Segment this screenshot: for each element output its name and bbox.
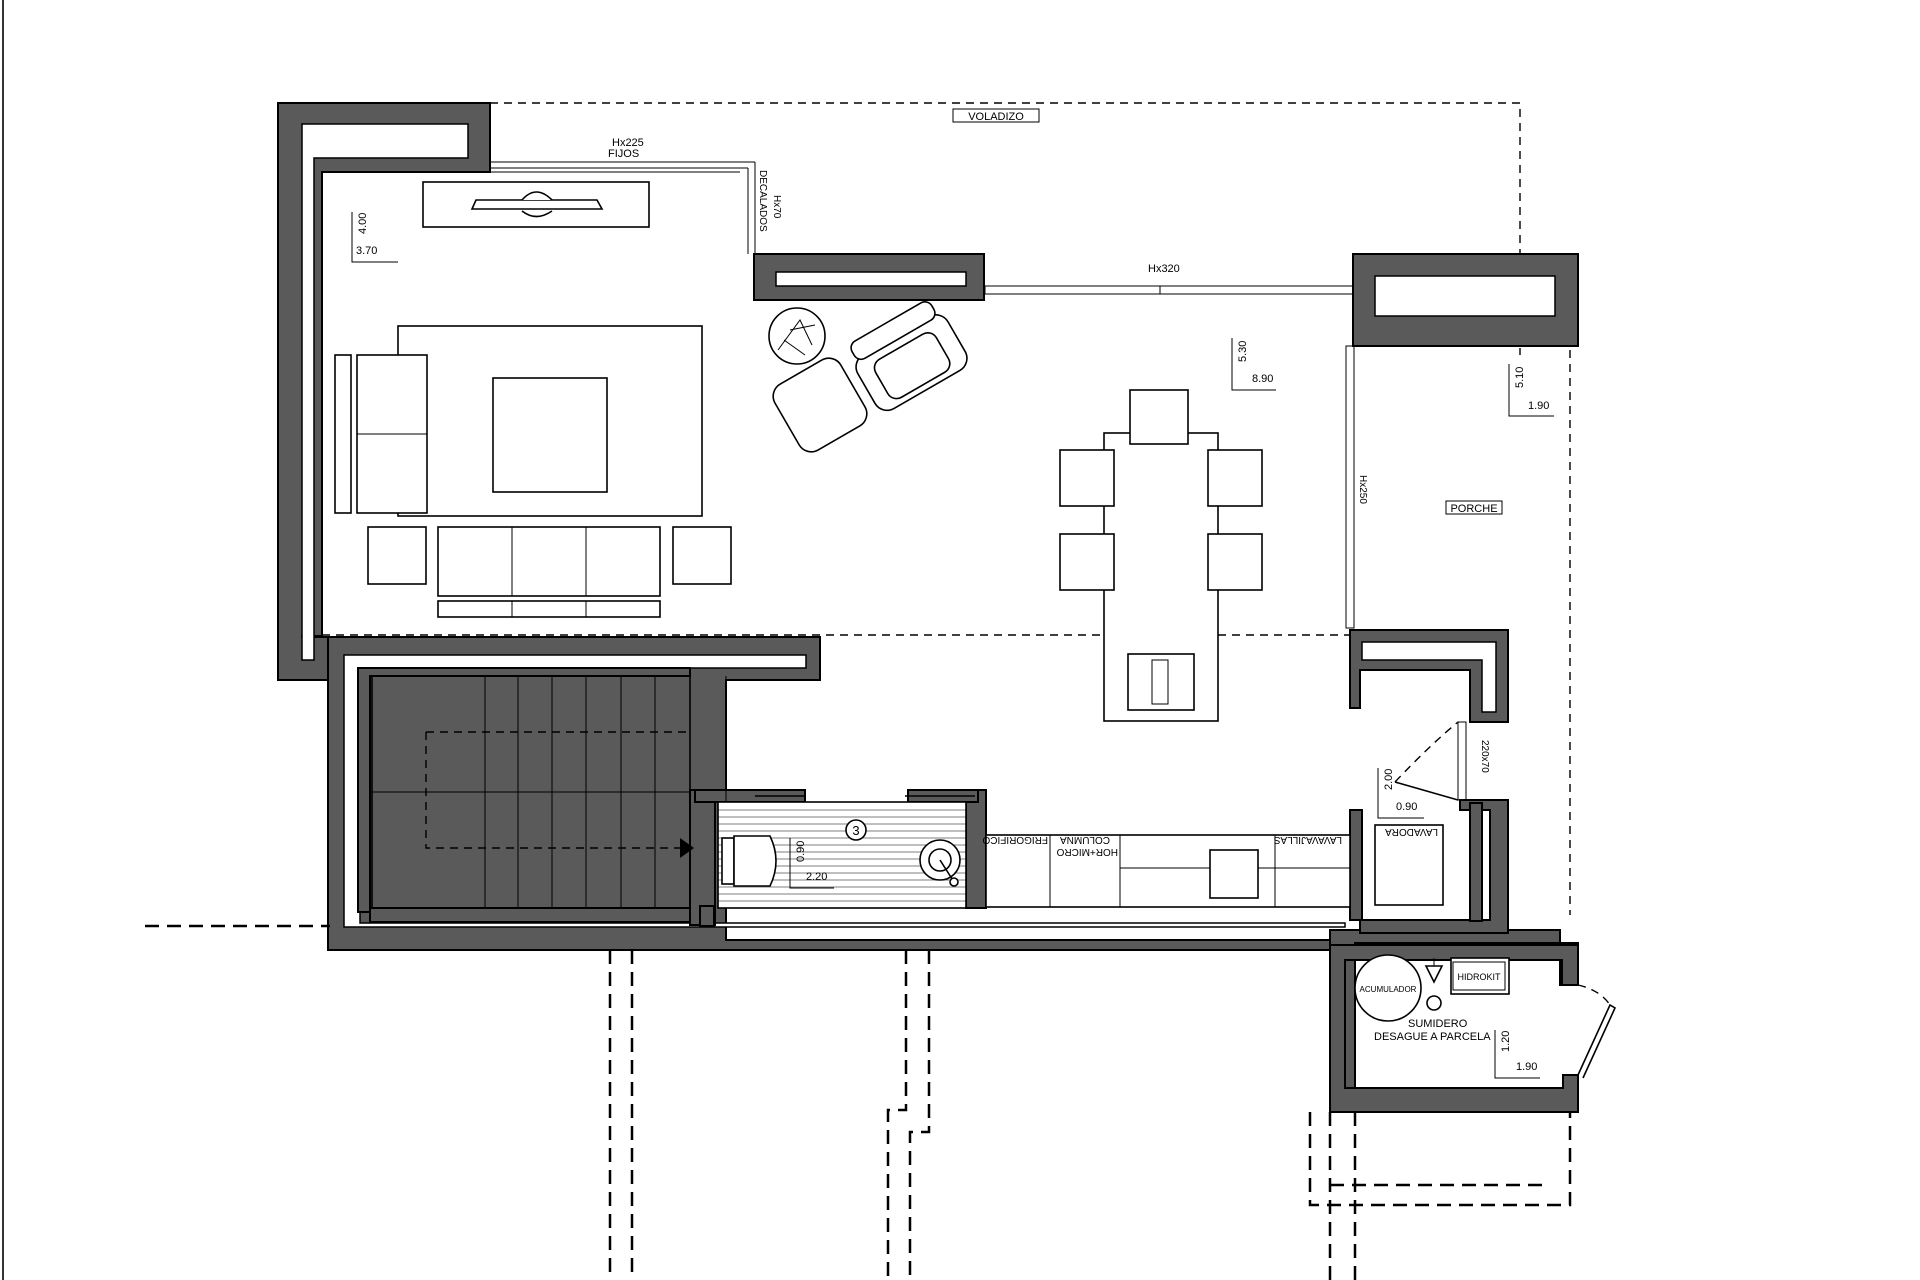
label-acumulador: ACUMULADOR — [1360, 985, 1417, 994]
voladizo-tag — [952, 108, 1040, 123]
label-hx250: Hx250 — [1357, 475, 1368, 504]
dim-utility-b: 1.90 — [1516, 1061, 1537, 1073]
bath-number-circle — [845, 819, 867, 841]
dim-bath-b: 2.20 — [806, 871, 827, 883]
label-lavavajillas: LAVAVAJILLAS — [1273, 834, 1342, 845]
dim-porch-a: 5.10 — [1514, 367, 1526, 388]
side-table-right — [672, 526, 732, 585]
dim-utility: 1.20 1.90 — [1494, 1030, 1540, 1079]
porche-tag — [1445, 500, 1503, 515]
label-desague: DESAGUE A PARCELA — [1374, 1031, 1491, 1043]
bottom-sofa — [437, 526, 661, 618]
dining-chair — [1129, 389, 1189, 445]
dimension-tags: 4.00 3.70 5.30 8.90 5.10 1.90 2.00 0.90 … — [351, 212, 1554, 1079]
label-columna: COLUMNA — [1060, 834, 1110, 845]
dim-utility-a: 1.20 — [1500, 1031, 1512, 1052]
dim-porch-b: 1.90 — [1528, 400, 1549, 412]
entry-door — [1394, 721, 1459, 801]
dining-chair — [1207, 449, 1263, 507]
plant-icon — [768, 307, 826, 365]
exterior-lines — [145, 924, 1572, 1280]
dim-main-a: 5.30 — [1237, 341, 1249, 362]
fireplace-icon — [1127, 653, 1195, 711]
dim-entry-a: 2.00 — [1383, 769, 1395, 790]
label-fijos: FIJOS — [608, 148, 639, 160]
label-voladizo: VOLADIZO — [968, 111, 1024, 123]
coffee-table — [492, 377, 608, 493]
label-hx320: Hx320 — [1148, 263, 1180, 275]
drain-icon — [1424, 958, 1444, 1011]
armchair-icon — [850, 301, 968, 412]
room-tags: VOLADIZO PORCHE HIDROKIT ACUMULADOR SUMI… — [952, 108, 1506, 1043]
hidrokit-tag — [1452, 961, 1506, 991]
ottoman-icon — [772, 357, 868, 453]
bath-number: 3 — [852, 823, 859, 838]
label-frigorifico: FRIGORIFICO — [982, 834, 1048, 845]
left-sofa — [334, 354, 428, 514]
stairs — [371, 675, 727, 909]
kitchen: FRIGORIFICO COLUMNA HOR+MICRO LAVAVAJILL… — [982, 824, 1444, 908]
label-door-220x70: 220x70 — [1479, 740, 1490, 773]
dining-chair — [1059, 533, 1115, 591]
label-hx70: Hx70 — [771, 195, 782, 219]
cooktop-icon — [1209, 849, 1259, 899]
dining-chair — [1059, 449, 1115, 507]
label-lavadora: LAVADORA — [1385, 826, 1438, 837]
bathroom: 3 — [717, 795, 975, 909]
dim-entry: 2.00 0.90 — [1377, 768, 1424, 819]
label-hidrokit: HIDROKIT — [1457, 972, 1501, 982]
dim-living-a: 4.00 — [357, 213, 369, 234]
toilet-icon — [721, 835, 777, 887]
windows — [490, 161, 1467, 801]
dim-main: 5.30 8.90 — [1231, 338, 1276, 391]
dim-living-b: 3.70 — [356, 245, 377, 257]
label-sumidero: SUMIDERO — [1408, 1018, 1468, 1030]
window-notes: Hx225 FIJOS Hx70 DECALADOS Hx320 Hx250 2… — [608, 137, 1490, 773]
label-hor-micro: HOR+MICRO — [1056, 846, 1118, 857]
label-hx225: Hx225 — [612, 137, 644, 149]
sink-icon — [919, 839, 961, 887]
washing-machine-icon — [1374, 824, 1444, 906]
dim-living: 4.00 3.70 — [351, 212, 398, 263]
dim-entry-b: 0.90 — [1396, 801, 1417, 813]
dim-bath-a: 0.90 — [795, 841, 807, 862]
dining-chair — [1207, 533, 1263, 591]
dining-area — [1059, 389, 1263, 722]
label-porche: PORCHE — [1450, 503, 1497, 515]
water-heater-icon — [1354, 954, 1422, 1022]
living-room — [334, 181, 968, 618]
dim-bath: 0.90 2.20 — [789, 838, 834, 889]
tv-icon — [470, 191, 604, 218]
walls — [277, 102, 1579, 1113]
dim-main-b: 8.90 — [1252, 373, 1273, 385]
side-table-left — [367, 526, 427, 585]
label-decalados: DECALADOS — [757, 170, 768, 232]
dim-porch: 5.10 1.90 — [1508, 364, 1554, 417]
